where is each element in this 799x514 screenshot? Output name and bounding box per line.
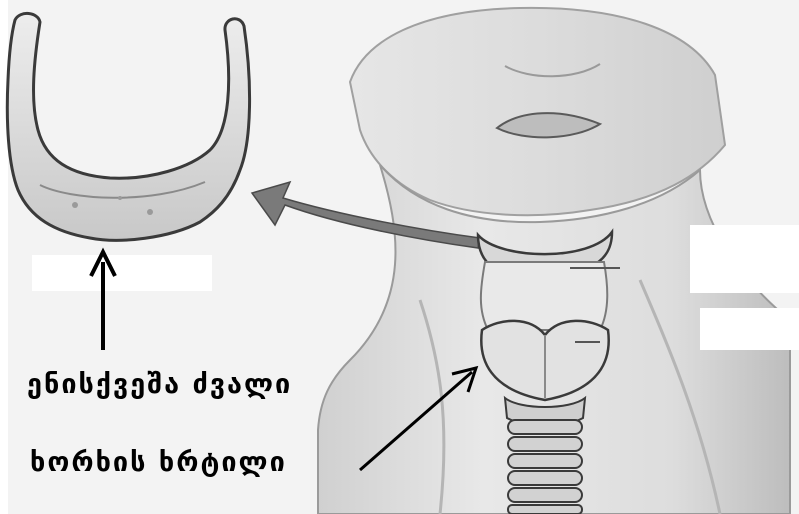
face-chin	[350, 8, 725, 215]
tracheal-ring	[508, 437, 582, 451]
tracheal-ring	[508, 420, 582, 434]
trachea	[508, 420, 582, 514]
tracheal-ring	[508, 488, 582, 502]
thyrohyoid-membrane	[481, 262, 607, 330]
hyoid-pore	[147, 209, 153, 215]
label-hyoid-bone: ენისქვეშა ძვალი	[27, 371, 292, 398]
blank-label-box	[32, 255, 212, 291]
blank-box-right-bottom	[700, 308, 799, 350]
label-thyroid-cartilage: ხორხის ხრტილი	[30, 449, 287, 476]
hyoid-pore	[72, 202, 78, 208]
blank-box-right-top	[690, 225, 799, 293]
tracheal-ring	[508, 454, 582, 468]
tracheal-ring	[508, 471, 582, 485]
tracheal-ring	[508, 505, 582, 514]
hyoid-pore	[118, 196, 122, 200]
